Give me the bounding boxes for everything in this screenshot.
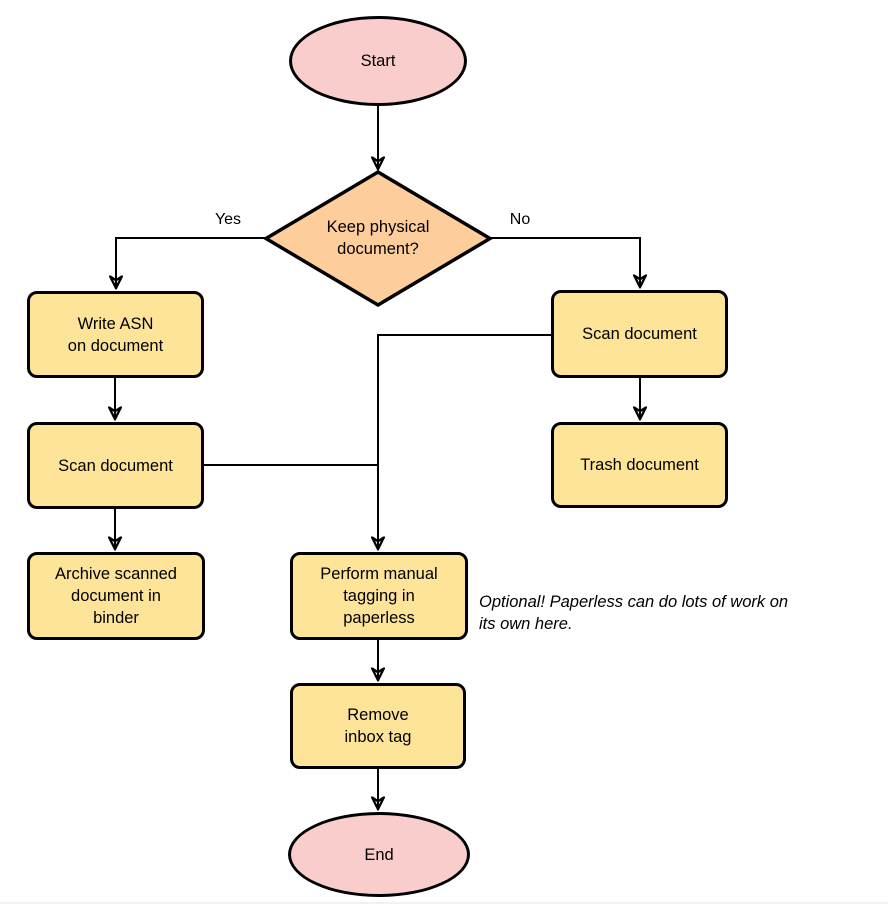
node-scan-document-left-label: Scan document — [58, 456, 173, 475]
node-write-asn-label: Write ASN on document — [67, 314, 164, 355]
node-start-label: Start — [360, 52, 396, 70]
node-remove-inbox-tag: Remove inbox tag — [290, 683, 466, 769]
edge-decision-no-to-scan-right — [490, 237, 640, 286]
node-remove-inbox-tag-label: Remove inbox tag — [344, 706, 412, 746]
node-scan-document-left: Scan document — [27, 422, 204, 509]
edge-decision-yes-to-write-asn — [116, 237, 266, 287]
node-trash-document-label: Trash document — [580, 456, 699, 474]
edge-label-yes: Yes — [214, 211, 242, 228]
page-bottom-divider — [0, 902, 888, 904]
node-write-asn: Write ASN on document — [27, 291, 204, 378]
annotation-optional-note: Optional! Paperless can do lots of work … — [479, 593, 789, 633]
edge-label-no: No — [509, 211, 531, 228]
node-archive-in-binder-label: Archive scanned document in binder — [55, 565, 177, 627]
node-trash-document: Trash document — [551, 422, 728, 508]
node-end: End — [288, 812, 470, 897]
node-scan-document-right: Scan document — [551, 290, 728, 378]
node-archive-in-binder: Archive scanned document in binder — [27, 552, 205, 640]
node-manual-tagging: Perform manual tagging in paperless — [290, 552, 468, 640]
node-end-label: End — [364, 845, 394, 864]
edge-scan-right-to-tagging — [378, 334, 551, 548]
node-decision-label: Keep physical document? — [326, 218, 430, 258]
decision-diamond-shape — [262, 169, 494, 308]
node-manual-tagging-label: Perform manual tagging in paperless — [320, 565, 438, 627]
node-start: Start — [289, 16, 467, 106]
node-scan-document-right-label: Scan document — [582, 325, 697, 343]
